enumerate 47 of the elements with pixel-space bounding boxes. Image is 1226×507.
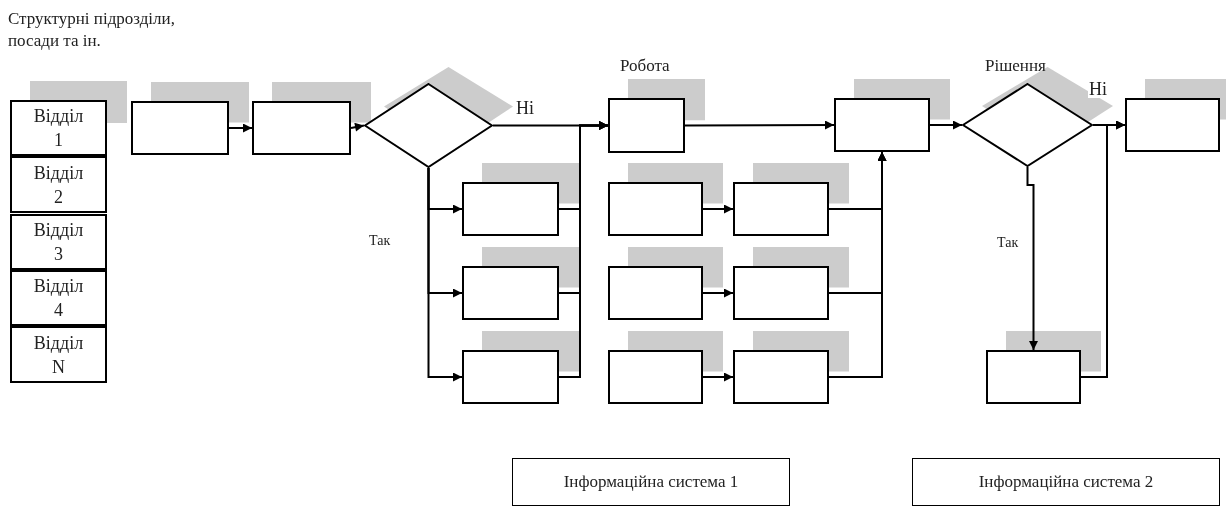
- department-box: [10, 326, 107, 383]
- arrow: [929, 120, 963, 130]
- arrow: [684, 120, 835, 130]
- process-box: [462, 182, 559, 236]
- arrow: [702, 372, 734, 382]
- system-box: [512, 458, 790, 506]
- process-box: [1125, 98, 1220, 152]
- department-box: [10, 214, 107, 270]
- arrow: [350, 122, 365, 132]
- system-box: [912, 458, 1220, 506]
- process-box: [733, 266, 829, 320]
- edge-label: Ні: [515, 99, 535, 117]
- decision-diamond: [364, 83, 493, 168]
- process-box: [131, 101, 229, 155]
- process-box: [608, 98, 685, 153]
- arrow: [828, 151, 887, 378]
- node-text: Відділ 3: [32, 219, 85, 266]
- edge-label: Ні: [1088, 80, 1108, 98]
- process-box: [462, 350, 559, 404]
- process-box: [834, 98, 930, 152]
- node-text: Інформаційна система 2: [978, 471, 1154, 493]
- process-box: [733, 182, 829, 236]
- department-box: [10, 156, 107, 213]
- arrow: [228, 123, 253, 133]
- process-box: [252, 101, 351, 155]
- node-text: Відділ 1: [32, 105, 85, 152]
- process-box: [608, 350, 703, 404]
- process-box: [986, 350, 1081, 404]
- section-label: Рішення: [985, 55, 1047, 77]
- arrow: [1026, 166, 1038, 351]
- process-box: [608, 182, 703, 236]
- heading: Структурні підрозділи, посади та ін.: [8, 8, 176, 52]
- node-text: Інформаційна система 1: [563, 471, 739, 493]
- arrow: [558, 121, 609, 378]
- arrow: [1080, 120, 1126, 378]
- department-box: [10, 100, 107, 156]
- process-box: [608, 266, 703, 320]
- node-text: Відділ 2: [32, 161, 85, 209]
- section-label: Робота: [620, 55, 671, 77]
- department-box: [10, 270, 107, 326]
- process-box: [462, 266, 559, 320]
- arrow: [702, 204, 734, 214]
- arrow: [702, 288, 734, 298]
- arrow: [427, 167, 463, 382]
- node-text: Відділ 4: [32, 275, 85, 322]
- node-text: Відділ N: [32, 331, 85, 379]
- process-box: [733, 350, 829, 404]
